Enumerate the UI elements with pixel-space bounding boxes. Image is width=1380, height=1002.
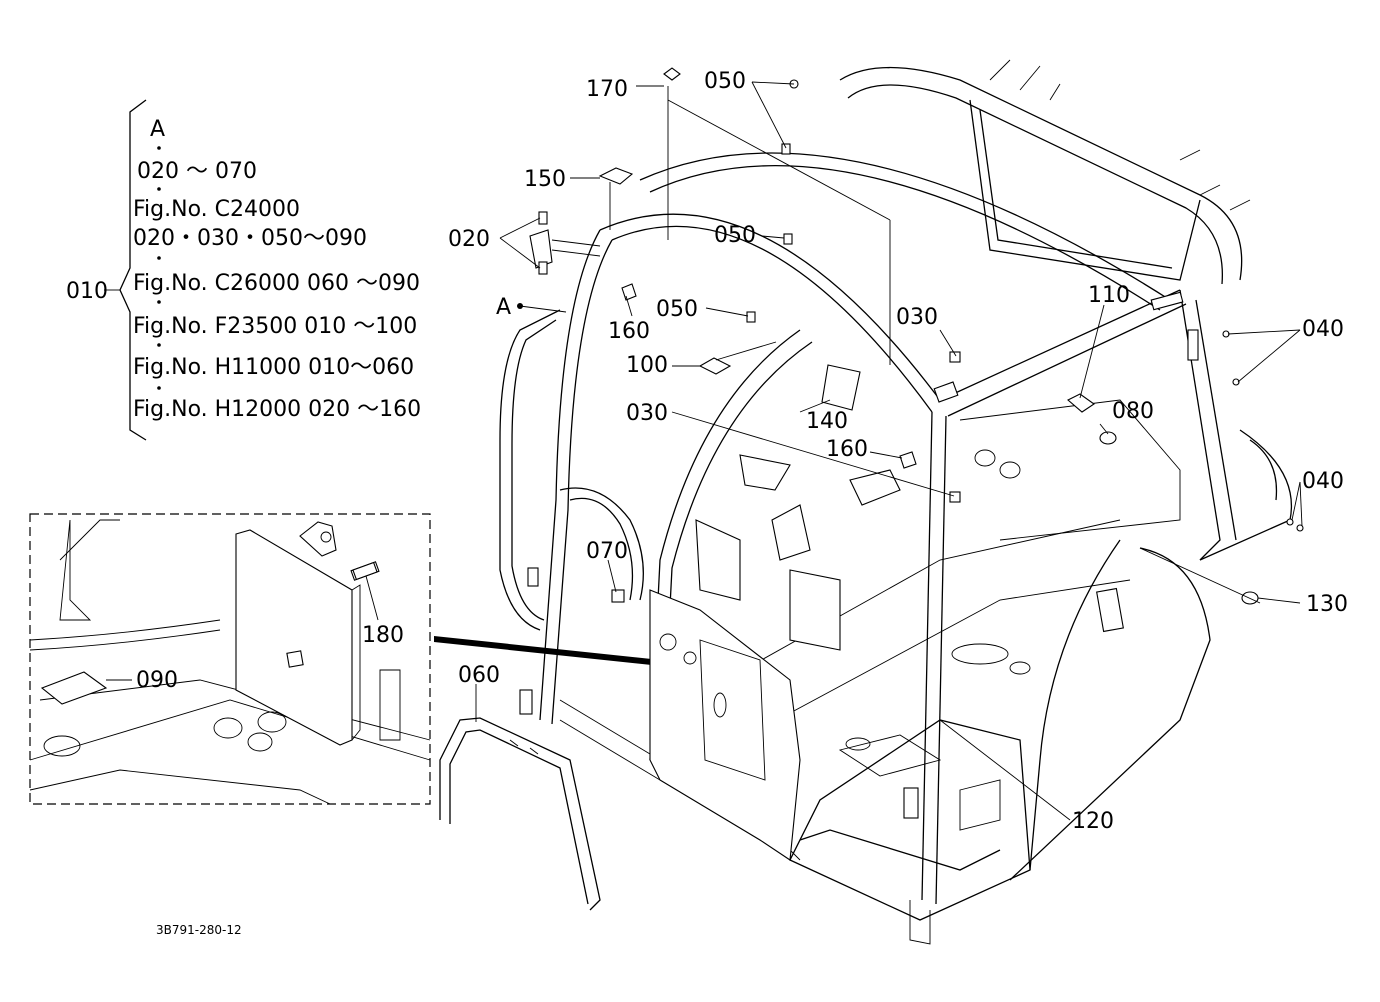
- legend-line-8: Fig.No. H12000 020 ～160: [133, 397, 421, 422]
- callout-050-middle: 050: [714, 223, 756, 248]
- legend: A 020 ～ 070 Fig.No. C24000 020・030・050～0…: [66, 99, 421, 441]
- drawing-number: 3B791-280-12: [156, 923, 242, 937]
- legend-line-6: Fig.No. F23500 010 ～100: [133, 314, 417, 339]
- callout-030-lower: 030: [626, 401, 668, 426]
- legend-line-4: 020・030・050～090: [133, 226, 367, 251]
- callout-060: 060: [458, 663, 500, 688]
- callout-130: 130: [1306, 592, 1348, 617]
- callout-150: 150: [524, 167, 566, 192]
- callout-020: 020: [448, 227, 490, 252]
- callout-070: 070: [586, 539, 628, 564]
- callouts: 170 050 150 020 050 160 050 100 030 110 …: [136, 69, 1348, 834]
- callout-040-upper: 040: [1302, 317, 1344, 342]
- legend-line-1: A: [150, 117, 165, 142]
- callout-140: 140: [806, 409, 848, 434]
- callout-050-lower: 050: [656, 297, 698, 322]
- callout-050-top: 050: [704, 69, 746, 94]
- legend-line-5: Fig.No. C26000 060 ～090: [133, 271, 420, 296]
- legend-line-2: 020 ～ 070: [137, 159, 257, 184]
- leader-lines: [475, 81, 1303, 821]
- callout-100: 100: [626, 353, 668, 378]
- legend-line-3: Fig.No. C24000: [133, 197, 300, 222]
- callout-160-left: 160: [608, 319, 650, 344]
- callout-040-lower: 040: [1302, 469, 1344, 494]
- callout-030-upper: 030: [896, 305, 938, 330]
- callout-160-right: 160: [826, 437, 868, 462]
- legend-line-7: Fig.No. H11000 010～060: [133, 355, 414, 380]
- callout-120: 120: [1072, 809, 1114, 834]
- callout-090: 090: [136, 668, 178, 693]
- callout-180: 180: [362, 623, 404, 648]
- inset-detail: [29, 513, 431, 805]
- callout-170: 170: [586, 77, 628, 102]
- callout-010: 010: [66, 279, 108, 304]
- cabin-frame: [499, 59, 1292, 945]
- reference-a-label: A: [496, 295, 511, 320]
- loose-parts: [352, 67, 1304, 911]
- callout-110: 110: [1088, 283, 1130, 308]
- callout-080: 080: [1112, 399, 1154, 424]
